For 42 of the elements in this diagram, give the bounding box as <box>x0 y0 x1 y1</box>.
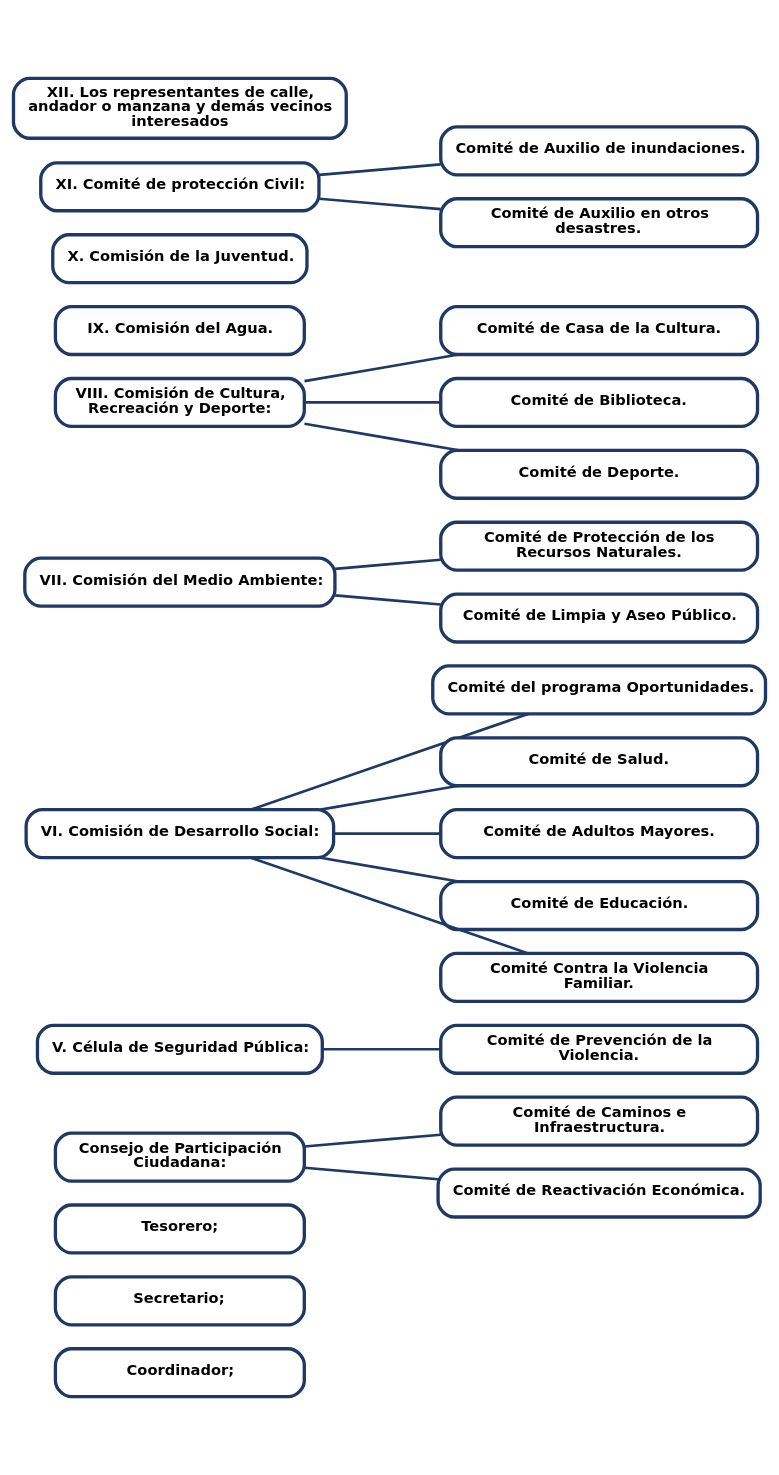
connector <box>304 1166 439 1181</box>
connector <box>250 856 529 955</box>
node-box: Comité de Auxilio de inundaciones. <box>439 125 760 177</box>
node-box: Comité de Prevención de la Violencia. <box>439 1023 760 1075</box>
node-box: Coordinador; <box>53 1347 306 1399</box>
connector <box>335 558 441 571</box>
connector <box>319 163 441 177</box>
connector <box>322 1047 441 1051</box>
node-box: Comité de Protección de los Recursos Naturales. <box>439 520 760 572</box>
node-box: V. Célula de Seguridad Pública: <box>35 1023 324 1075</box>
node-box: IX. Comisión del Agua. <box>53 304 306 357</box>
connector <box>250 712 529 811</box>
node-box: Tesorero; <box>53 1203 306 1255</box>
node-box: Comité de Casa de la Cultura. <box>439 304 760 357</box>
node-box: XII. Los representantes de calle, andador o manzana y demás vecinos interesados <box>11 76 348 140</box>
connector <box>335 594 441 606</box>
node-box: Comité de Adultos Mayores. <box>439 808 760 860</box>
node-box: Comité de Reactivación Económica. <box>436 1167 762 1219</box>
node-box: VIII. Comisión de Cultura, Recreación y Deporte: <box>53 376 306 429</box>
node-box: VII. Comisión del Medio Ambiente: <box>23 556 337 608</box>
node-box: X. Comisión de la Juventud. <box>51 233 309 285</box>
connector <box>320 856 459 883</box>
node-box: XI. Comité de protección Civil: <box>39 161 321 213</box>
connector <box>304 1133 441 1148</box>
node-box: Comité de Deporte. <box>439 448 760 500</box>
node-box: Consejo de Participación Ciudadana: <box>53 1131 306 1183</box>
node-box: Comité de Auxilio en otros desastres. <box>439 197 760 249</box>
node-box: Comité de Caminos e Infraestructura. <box>439 1095 760 1147</box>
connector <box>333 832 441 835</box>
node-box: Secretario; <box>53 1275 306 1327</box>
node-box: Comité del programa Oportunidades. <box>431 664 768 716</box>
node-box: Comité de Educación. <box>439 879 760 932</box>
node-box: Comité Contra la Violencia Familiar. <box>439 951 760 1004</box>
node-box: Comité de Biblioteca. <box>439 376 760 429</box>
connector <box>304 422 459 452</box>
connector <box>304 353 459 383</box>
node-box: Comité de Salud. <box>439 736 760 788</box>
connector <box>304 401 441 404</box>
node-box: Comité de Limpia y Aseo Público. <box>439 592 760 644</box>
node-box: VI. Comisión de Desarrollo Social: <box>24 808 336 860</box>
connector <box>319 197 441 211</box>
connector <box>320 784 459 811</box>
